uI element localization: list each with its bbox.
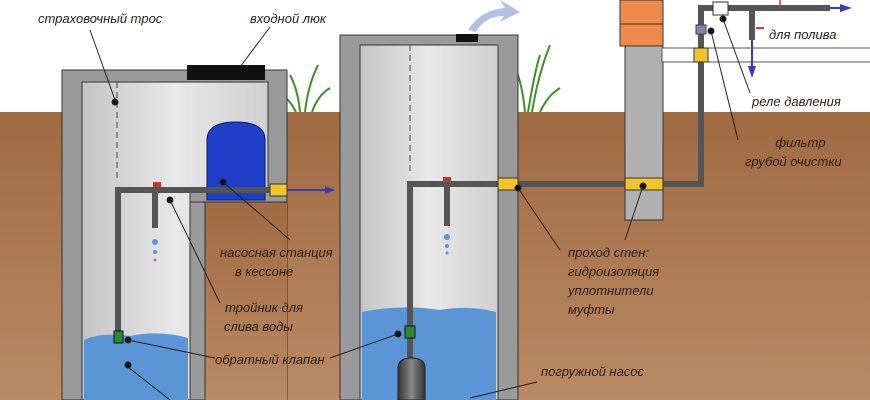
drip <box>152 239 158 245</box>
submersible-pump <box>397 357 426 400</box>
floor-sleeve <box>693 47 709 63</box>
tap-handle <box>153 182 161 187</box>
label-coarse-filter: фильтр грубой очистки <box>745 133 842 171</box>
label-wall-pass-line4: муфты <box>568 302 615 317</box>
floor-slab <box>661 47 870 63</box>
label-submersible-pump: погружной насос <box>541 364 645 379</box>
label-check-valve: обратный клапан <box>215 352 325 367</box>
label-wall-pass-line3: уплотнители <box>568 283 654 298</box>
well-water <box>362 307 496 400</box>
caisson <box>61 69 288 400</box>
check-valve-well <box>404 325 416 339</box>
label-safety-cable: страховочный трос <box>38 11 163 26</box>
label-tee-line1: тройник для <box>225 300 303 315</box>
pressure-relay <box>712 1 729 16</box>
wall-sleeve-caisson <box>269 183 288 197</box>
label-coarse-filter-line1: фильтр <box>775 135 826 150</box>
label-pressure-relay: реле давления <box>752 94 841 109</box>
label-pump-station-line1: насосная станция <box>220 245 333 260</box>
label-tee: тройник для слива воды <box>224 298 303 336</box>
label-wall-pass-line2: гидроизоляция <box>568 264 660 279</box>
main-pipe <box>407 5 830 362</box>
foundation <box>624 44 664 221</box>
caisson-pipe <box>115 187 272 340</box>
label-for-watering: для полива <box>769 27 837 42</box>
label-pump-station: насосная станция в кессоне <box>220 243 333 281</box>
label-wall-pass: проход стен: гидроизоляция уплотнители м… <box>568 243 659 319</box>
grass <box>281 44 561 113</box>
wall-sleeve-well <box>497 177 519 191</box>
brick-wall <box>619 0 664 47</box>
label-coarse-filter-line2: грубой очистки <box>745 154 842 169</box>
well <box>339 34 519 400</box>
entry-hatch <box>187 65 265 80</box>
label-pump-station-line2: в кессоне <box>235 264 294 279</box>
well-hatch <box>456 34 478 42</box>
label-tee-line2: слива воды <box>224 319 293 334</box>
label-wall-pass-line1: проход стен: <box>568 245 650 260</box>
caisson-water <box>84 333 188 400</box>
leader-lines <box>89 15 751 400</box>
check-valve-caisson <box>113 330 124 344</box>
label-entry-hatch: входной люк <box>250 11 327 26</box>
coarse-filter <box>695 24 707 35</box>
air-arrow <box>468 0 520 32</box>
